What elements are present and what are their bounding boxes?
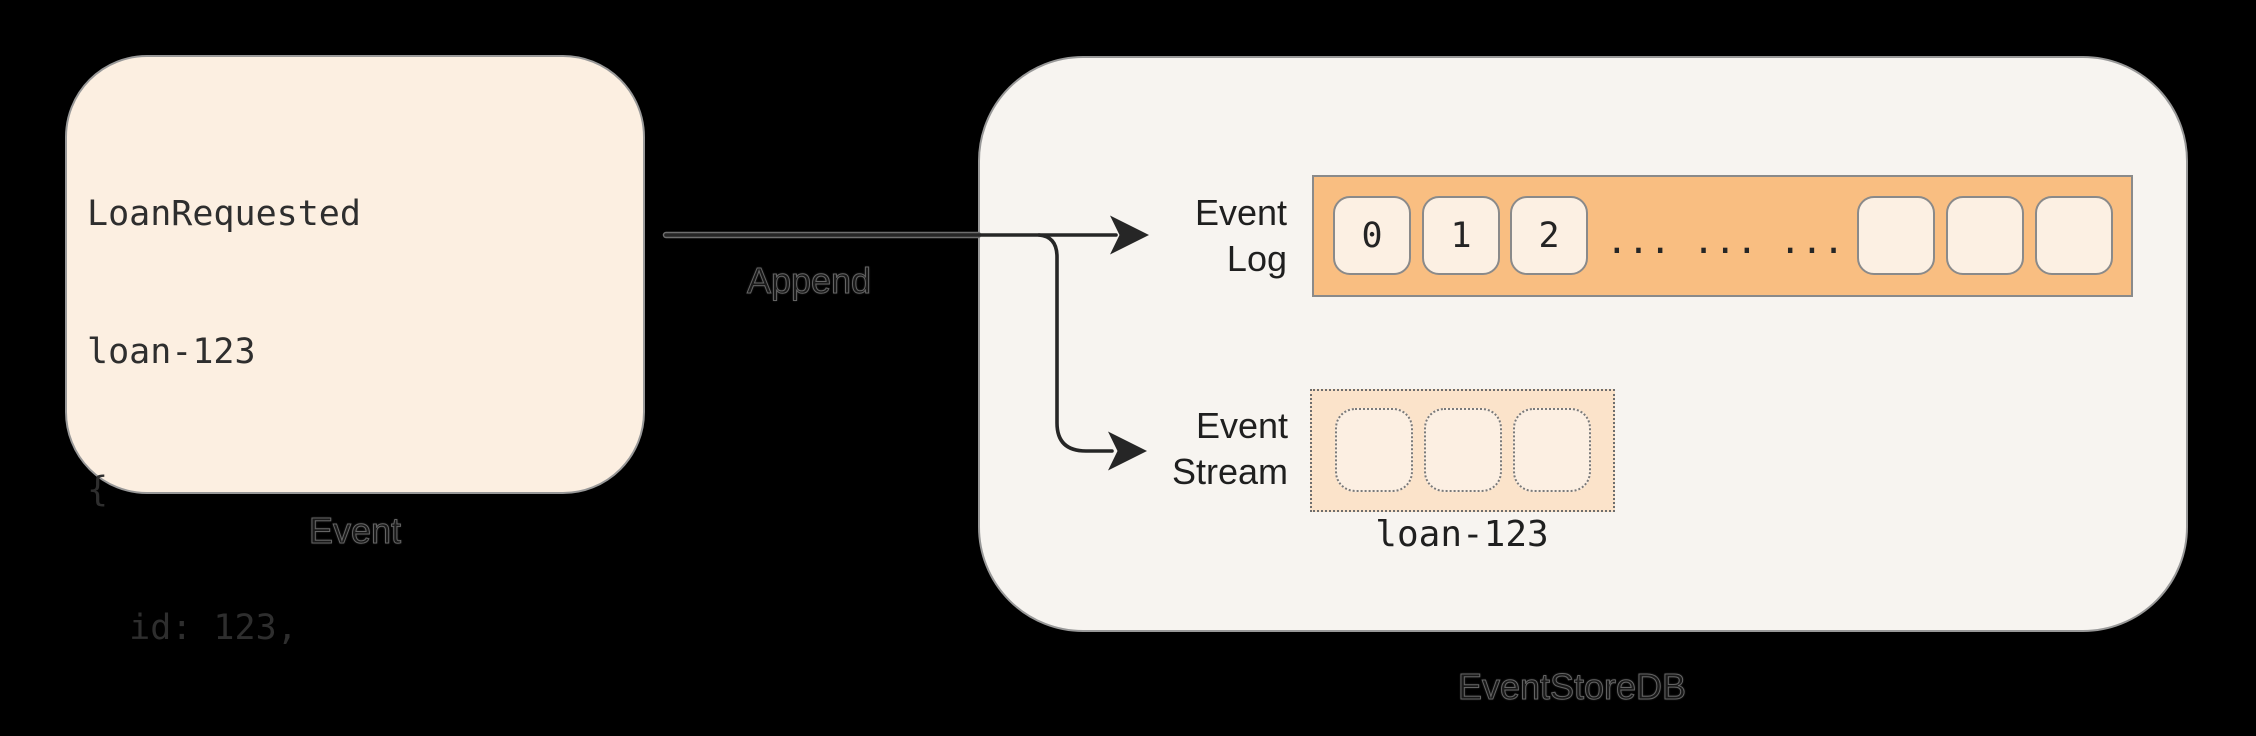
eventstoredb-caption: EventStoreDB	[1457, 666, 1687, 707]
event-stream-label-line2: Stream	[1171, 451, 1288, 492]
eventstoredb-box	[978, 56, 2188, 632]
event-payload-box	[65, 55, 645, 494]
event-stream-label: Event Stream	[1068, 403, 1288, 495]
event-log-empty-cell-2	[1946, 196, 2024, 275]
event-log-empty-cell-3	[2035, 196, 2113, 275]
code-line-id: id: 123,	[87, 608, 298, 648]
event-stream-empty-cell-1	[1335, 408, 1413, 492]
event-code-block: LoanRequested loan-123 { id: 123, amount…	[87, 99, 572, 736]
event-log-empty-cell-1	[1857, 196, 1935, 275]
event-log-label-line2: Log	[1226, 238, 1287, 279]
event-log-ellipsis: ... ... ...	[1606, 221, 1845, 262]
event-stream-empty-cell-3	[1513, 408, 1591, 492]
event-stream-empty-cell-2	[1424, 408, 1502, 492]
event-log-label: Event Log	[1067, 190, 1287, 282]
event-log-label-line1: Event	[1194, 192, 1287, 233]
event-log-cell-2: 2	[1510, 196, 1588, 275]
code-line-stream-id: loan-123	[87, 332, 256, 372]
append-arrow-label: Append	[746, 260, 872, 301]
event-stream-label-line1: Event	[1195, 405, 1288, 446]
code-line-brace-open: {	[87, 470, 109, 510]
event-stream-name: loan-123	[1375, 514, 1549, 555]
code-line-event-type: LoanRequested	[87, 194, 361, 234]
event-log-cell-0: 0	[1333, 196, 1411, 275]
event-log-cell-1: 1	[1422, 196, 1500, 275]
event-box-caption: Event	[308, 510, 402, 551]
